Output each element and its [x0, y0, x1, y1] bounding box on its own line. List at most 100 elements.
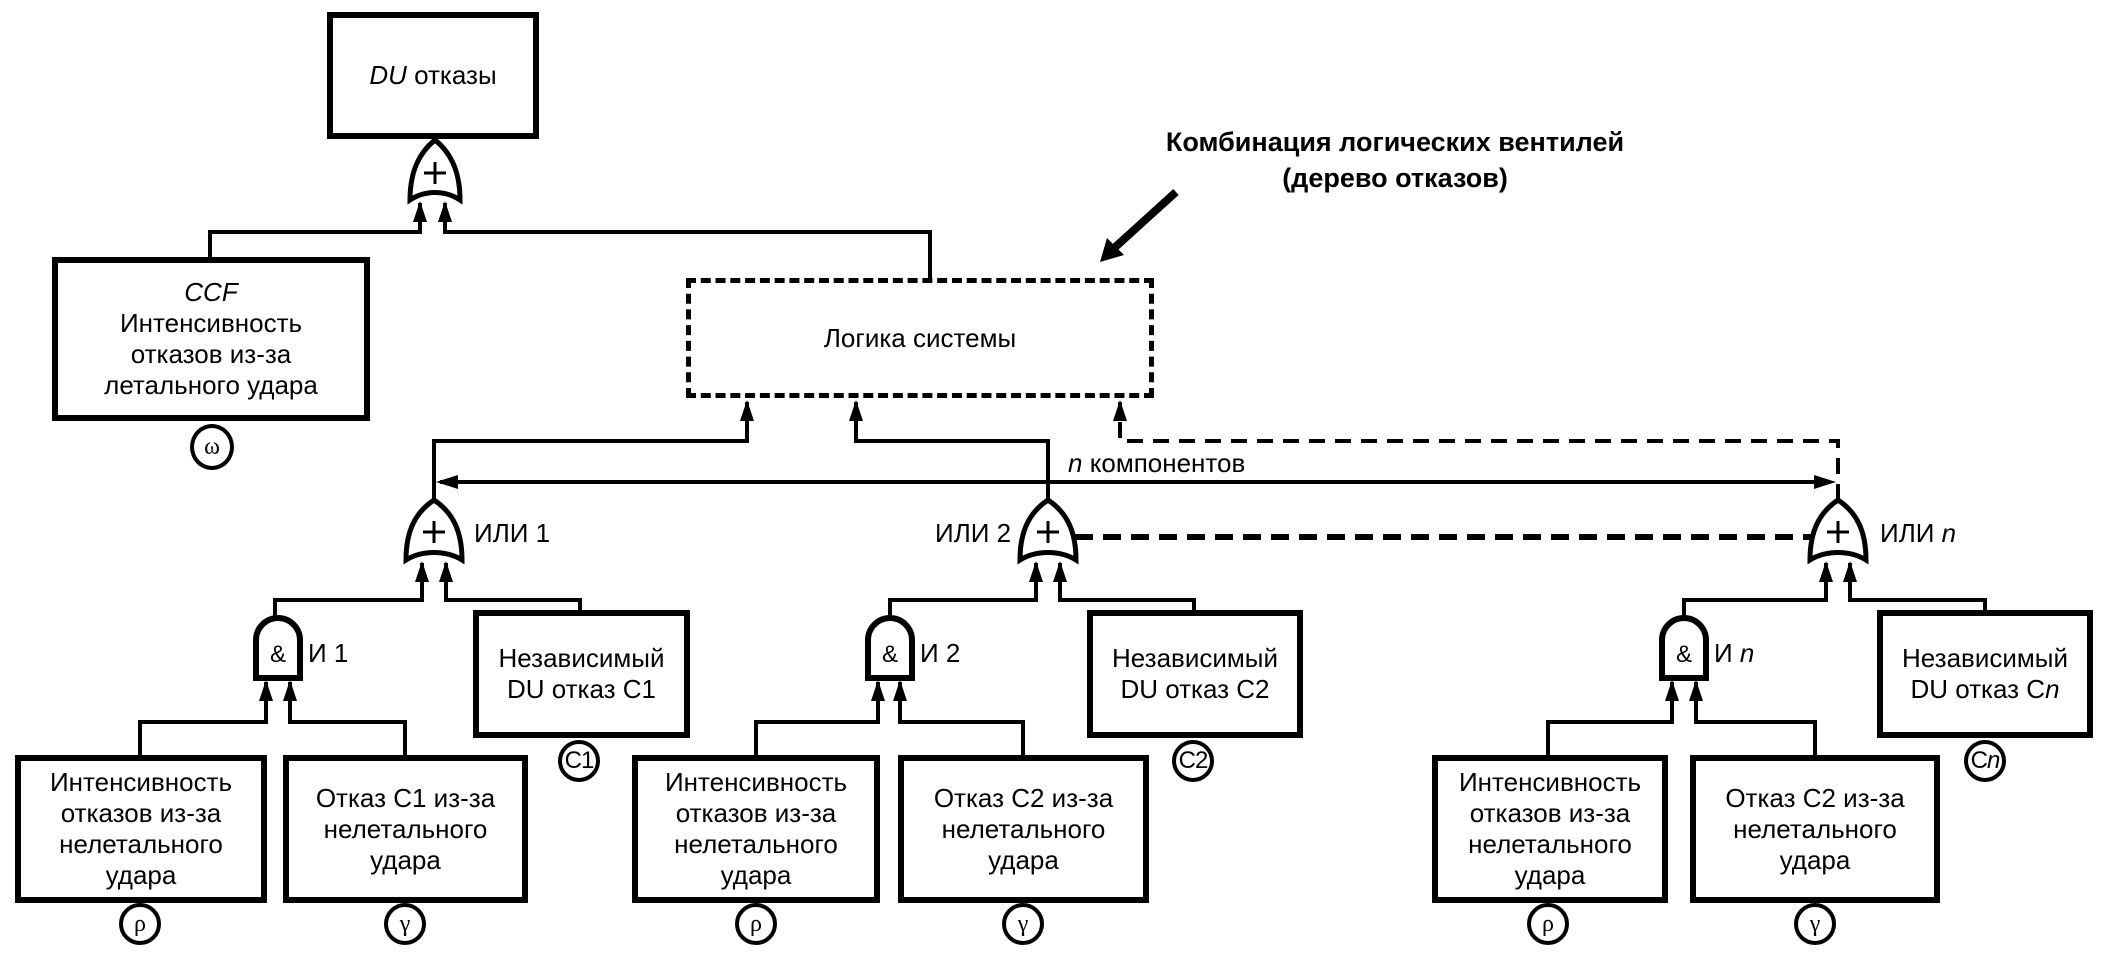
box-line: Независимый	[498, 643, 665, 673]
box-line-text: DU отказ С	[1910, 674, 2046, 704]
or-n-label: ИЛИ n	[1880, 518, 1956, 549]
failure-1-box[interactable]: Отказ С1 из-за нелетального удара	[283, 755, 528, 903]
box-line: нелетального	[1733, 813, 1897, 844]
c2-symbol: С2	[1172, 740, 1214, 782]
annotation-line2: (дерево отказов)	[1282, 163, 1508, 193]
box-line: удара	[988, 844, 1059, 875]
or-n-italic: n	[1941, 518, 1957, 548]
box-line: удара	[105, 860, 177, 890]
and-symbol: &	[270, 641, 286, 668]
n-components-text: компонентов	[1082, 448, 1246, 478]
connector-or2-to-logic	[854, 402, 1050, 500]
system-logic-box[interactable]: Логика системы	[686, 278, 1154, 398]
arrowhead	[1053, 561, 1067, 582]
and-2-label: И 2	[920, 638, 961, 668]
c1-symbol: С1	[558, 740, 600, 782]
box-line: отказов из-за	[1469, 798, 1631, 828]
box-line: нелетального	[59, 829, 223, 859]
and-symbol: &	[1676, 641, 1692, 668]
top-event-prefix: DU	[369, 60, 407, 90]
n-italic: n	[1068, 448, 1083, 478]
or-n-text: ИЛИ	[1880, 518, 1942, 548]
gamma-symbol: γ	[1794, 903, 1836, 945]
gamma-symbol: γ	[384, 903, 426, 945]
arrowhead	[1689, 680, 1703, 701]
box-line: Отказ С1 из-за	[315, 782, 496, 813]
connector-orn-to-logic	[1118, 402, 1840, 500]
top-event-box[interactable]: DU отказы	[327, 12, 539, 139]
arrowhead	[849, 400, 863, 421]
arrowhead	[1113, 400, 1127, 421]
and-gate-1-icon	[253, 615, 303, 681]
box-line: нелетального	[941, 813, 1106, 844]
ccf-box[interactable]: CCF Интенсивность отказов из-за летально…	[52, 257, 370, 421]
rho-symbol: ρ	[119, 903, 161, 945]
arrowhead	[259, 680, 273, 701]
independent-c1-box[interactable]: Независимый DU отказ С1	[473, 610, 690, 738]
box-line: нелетального	[323, 813, 488, 844]
connector-ccf-to-top-gate	[208, 203, 422, 257]
arrowhead	[893, 680, 907, 701]
annotation-title: Комбинация логических вентилей (дерево о…	[1160, 124, 1630, 196]
cn-symbol-text: С	[1970, 747, 1988, 774]
box-line: нелетального	[674, 829, 838, 859]
and-n-text: И	[1714, 638, 1740, 668]
intensity-2-box[interactable]: Интенсивность отказов из-за нелетального…	[632, 755, 880, 903]
failure-n-box[interactable]: Отказ С2 из-за нелетального удара	[1690, 755, 1940, 903]
and-n-label: И n	[1714, 638, 1754, 669]
box-line: удара	[1779, 844, 1851, 875]
arrowhead	[415, 561, 429, 582]
intensity-n-box[interactable]: Интенсивность отказов из-за нелетального…	[1432, 755, 1668, 903]
arrowhead	[740, 400, 754, 421]
arrowhead	[438, 201, 452, 222]
box-line: удара	[370, 844, 441, 875]
annotation-line1: Комбинация логических вентилей	[1165, 127, 1625, 157]
box-line: Интенсивность	[664, 767, 848, 797]
ccf-line: летального удара	[104, 370, 318, 400]
independent-c2-box[interactable]: Независимый DU отказ С2	[1087, 610, 1303, 738]
and-n-italic: n	[1739, 638, 1755, 668]
connector-or1-to-logic	[432, 402, 749, 500]
and-gate-n-icon	[1659, 615, 1709, 681]
system-logic-label: Логика системы	[823, 322, 1017, 353]
box-line-italic: n	[2045, 674, 2060, 704]
cn-symbol-italic: n	[1986, 747, 2000, 774]
failure-2-box[interactable]: Отказ С2 из-за нелетального удара	[898, 755, 1149, 903]
arrowhead	[871, 680, 885, 701]
rho-symbol: ρ	[735, 903, 777, 945]
arrowheads	[259, 201, 1857, 701]
or-2-label: ИЛИ 2	[935, 518, 1012, 548]
arrowhead	[283, 680, 297, 701]
ccf-line: Интенсивность	[119, 308, 303, 338]
gamma-symbol: γ	[1002, 903, 1044, 945]
box-line: нелетального	[1468, 829, 1632, 859]
rho-symbol: ρ	[1527, 903, 1569, 945]
box-line: DU отказ С2	[1120, 674, 1270, 704]
box-line: Независимый	[1902, 643, 2068, 673]
ccf-prefix: CCF	[184, 277, 238, 307]
arrowhead	[1814, 475, 1836, 489]
arrowhead	[1029, 561, 1043, 582]
box-line: Отказ С2 из-за	[933, 782, 1114, 813]
or-1-label: ИЛИ 1	[474, 518, 551, 548]
annotation-arrow-icon	[1100, 189, 1179, 262]
arrowhead	[1819, 561, 1833, 582]
arrowhead	[413, 201, 427, 222]
n-components-label: n компонентов	[1068, 448, 1245, 479]
arrowhead	[436, 475, 458, 489]
connector-logic-to-top-gate	[443, 203, 932, 278]
box-line: удара	[720, 860, 792, 890]
box-line: Интенсивность	[49, 767, 233, 797]
top-event-text: отказы	[406, 60, 497, 90]
independent-cn-box[interactable]: Независимый DU отказ Сn	[1877, 610, 2093, 738]
and-symbol: &	[882, 641, 898, 668]
and-gate-2-icon	[865, 615, 915, 681]
omega-symbol: ω	[190, 424, 234, 470]
arrowhead	[1843, 561, 1857, 582]
box-line: Интенсивность	[1458, 767, 1642, 797]
arrowhead	[1665, 680, 1679, 701]
box-line: отказов из-за	[60, 798, 222, 828]
intensity-1-box[interactable]: Интенсивность отказов из-за нелетального…	[15, 755, 267, 903]
